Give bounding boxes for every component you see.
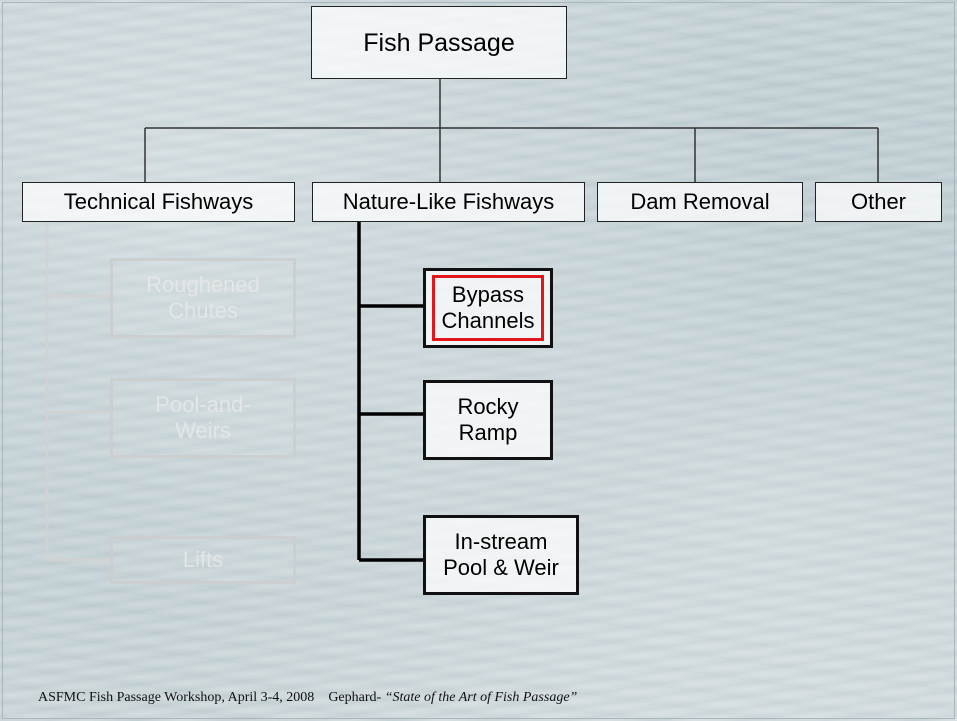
footer: ASFMC Fish Passage Workshop, April 3-4, … — [38, 690, 577, 706]
category-nature-like-fishways: Nature-Like Fishways — [312, 182, 585, 222]
category-technical-fishways: Technical Fishways — [22, 182, 295, 222]
footer-talk-title: “State of the Art of Fish Passage” — [384, 690, 578, 705]
root-label: Fish Passage — [363, 28, 515, 57]
node-rocky-ramp: Rocky Ramp — [423, 380, 553, 460]
footer-presenter: Gephard- — [328, 690, 382, 705]
node-bypass-channels: Bypass Channels — [423, 268, 553, 348]
node-pool-and-weirs: Pool-and- Weirs — [110, 378, 296, 458]
root-node: Fish Passage — [311, 6, 567, 79]
node-roughened-chutes: Roughened Chutes — [110, 258, 296, 338]
node-lifts: Lifts — [110, 536, 296, 584]
highlight-border — [432, 275, 544, 341]
node-in-stream-pool-and-weir: In-stream Pool & Weir — [423, 515, 579, 595]
category-dam-removal: Dam Removal — [597, 182, 803, 222]
category-other: Other — [815, 182, 942, 222]
footer-event: ASFMC Fish Passage Workshop, April 3-4, … — [38, 690, 315, 705]
